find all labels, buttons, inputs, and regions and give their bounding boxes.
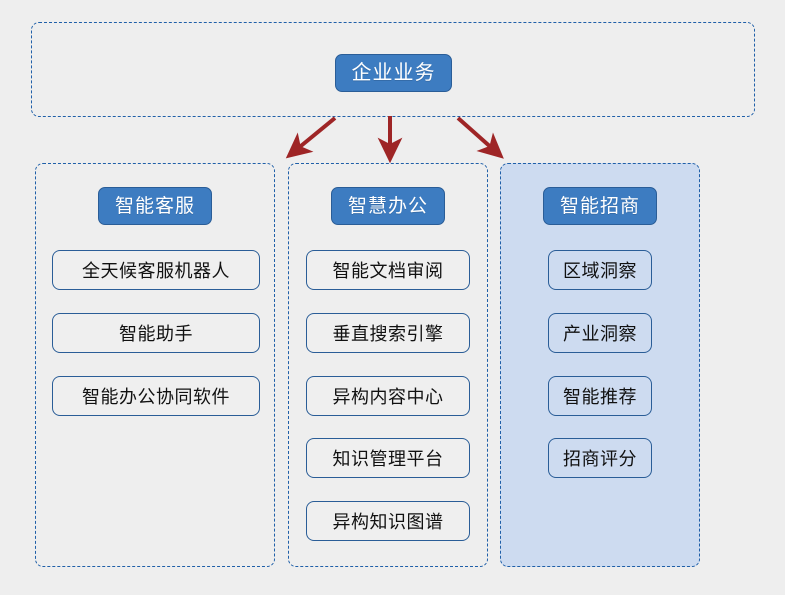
item-smart-office-4[interactable]: 异构知识图谱: [306, 501, 470, 541]
column-header-smart-customer-service[interactable]: 智能客服: [98, 187, 212, 225]
item-smart-customer-service-0[interactable]: 全天候客服机器人: [52, 250, 260, 290]
item-smart-investment-1[interactable]: 产业洞察: [548, 313, 652, 353]
item-smart-office-2[interactable]: 异构内容中心: [306, 376, 470, 416]
root-panel: [31, 22, 755, 117]
arrow-to-smart-service: [285, 116, 337, 159]
item-smart-office-1[interactable]: 垂直搜索引擎: [306, 313, 470, 353]
arrow-to-smart-investment: [456, 116, 504, 159]
item-smart-investment-3[interactable]: 招商评分: [548, 438, 652, 478]
column-panel-smart-investment: [500, 163, 700, 567]
item-smart-investment-2[interactable]: 智能推荐: [548, 376, 652, 416]
item-smart-office-0[interactable]: 智能文档审阅: [306, 250, 470, 290]
root-node-enterprise-business[interactable]: 企业业务: [335, 54, 452, 92]
column-panel-smart-customer-service: [35, 163, 275, 567]
column-panel-smart-office: [288, 163, 488, 567]
item-smart-investment-0[interactable]: 区域洞察: [548, 250, 652, 290]
column-header-smart-investment[interactable]: 智能招商: [543, 187, 657, 225]
item-smart-office-3[interactable]: 知识管理平台: [306, 438, 470, 478]
column-header-smart-office[interactable]: 智慧办公: [331, 187, 445, 225]
item-smart-customer-service-1[interactable]: 智能助手: [52, 313, 260, 353]
item-smart-customer-service-2[interactable]: 智能办公协同软件: [52, 376, 260, 416]
